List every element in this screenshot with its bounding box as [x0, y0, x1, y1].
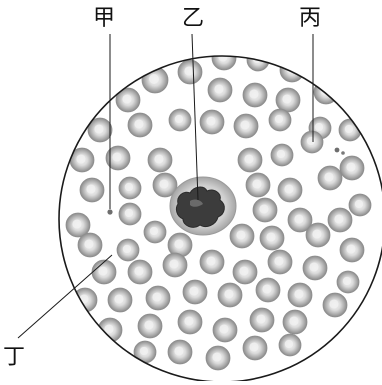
- red-blood-cell: [92, 260, 116, 284]
- red-blood-cell: [230, 224, 254, 248]
- label-bing: 丙: [299, 8, 321, 30]
- red-blood-cell: [119, 177, 141, 199]
- red-blood-cell: [243, 83, 267, 107]
- red-blood-cell: [163, 253, 187, 277]
- red-blood-cell: [144, 221, 166, 243]
- red-blood-cell: [303, 256, 327, 280]
- red-blood-cell: [271, 144, 293, 166]
- red-blood-cell: [280, 58, 304, 82]
- red-blood-cell: [276, 88, 300, 112]
- red-blood-cell: [213, 318, 237, 342]
- red-blood-cell: [119, 203, 141, 225]
- red-blood-cell: [138, 314, 162, 338]
- white-blood-cell: [170, 177, 236, 235]
- red-blood-cell: [250, 308, 274, 332]
- red-blood-cell: [246, 173, 270, 197]
- red-blood-cell: [234, 114, 258, 138]
- red-blood-cell: [337, 271, 359, 293]
- red-blood-cell: [146, 286, 170, 310]
- red-blood-cell: [128, 113, 152, 137]
- red-blood-cell: [279, 334, 301, 356]
- red-blood-cell: [128, 260, 152, 284]
- label-ding: 丁: [3, 347, 25, 369]
- platelet: [335, 148, 340, 153]
- red-blood-cell: [218, 283, 242, 307]
- red-blood-cell: [206, 346, 230, 370]
- red-blood-cell: [306, 223, 330, 247]
- red-blood-cell: [238, 148, 262, 172]
- red-blood-cell: [200, 250, 224, 274]
- red-blood-cell: [169, 109, 191, 131]
- red-blood-cell: [253, 198, 277, 222]
- red-blood-cell: [183, 280, 207, 304]
- red-blood-cell: [340, 156, 364, 180]
- label-yi: 乙: [182, 8, 204, 30]
- red-blood-cell: [117, 239, 139, 261]
- red-blood-cell: [349, 194, 371, 216]
- red-blood-cell: [212, 46, 236, 70]
- red-blood-cell: [283, 310, 307, 334]
- red-blood-cell: [178, 60, 202, 84]
- red-blood-cell: [278, 178, 302, 202]
- platelet: [107, 209, 112, 214]
- red-blood-cell: [269, 109, 291, 131]
- red-blood-cell: [288, 283, 312, 307]
- platelet: [341, 151, 345, 155]
- red-blood-cell: [168, 340, 192, 364]
- red-blood-cell: [260, 226, 284, 250]
- red-blood-cell: [340, 238, 364, 262]
- red-blood-cell: [233, 260, 257, 284]
- red-blood-cell: [178, 310, 202, 334]
- red-blood-cell: [80, 178, 104, 202]
- red-blood-cell: [78, 233, 102, 257]
- red-blood-cell: [134, 341, 156, 363]
- red-blood-cell: [243, 336, 267, 360]
- red-blood-cell: [323, 293, 347, 317]
- red-blood-cell: [328, 208, 352, 232]
- red-blood-cell: [268, 250, 292, 274]
- red-blood-cell: [256, 278, 280, 302]
- label-jia: 甲: [93, 8, 115, 30]
- red-blood-cell: [208, 78, 232, 102]
- red-blood-cell: [148, 148, 172, 172]
- red-blood-cell: [318, 166, 342, 190]
- red-blood-cell: [200, 110, 224, 134]
- red-blood-cell: [108, 288, 132, 312]
- red-blood-cell: [301, 131, 323, 153]
